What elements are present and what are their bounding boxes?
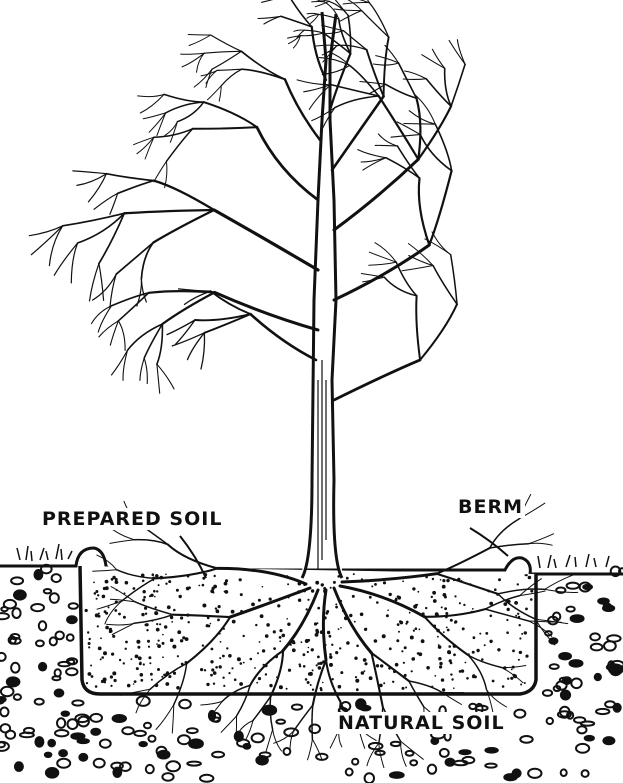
tree-branches	[29, 0, 465, 400]
berm-label: BERM	[456, 496, 525, 518]
prepared-soil-label: PREPARED SOIL	[40, 508, 224, 530]
natural-soil-label: NATURAL SOIL	[336, 712, 507, 734]
trunk-shading	[318, 360, 326, 570]
